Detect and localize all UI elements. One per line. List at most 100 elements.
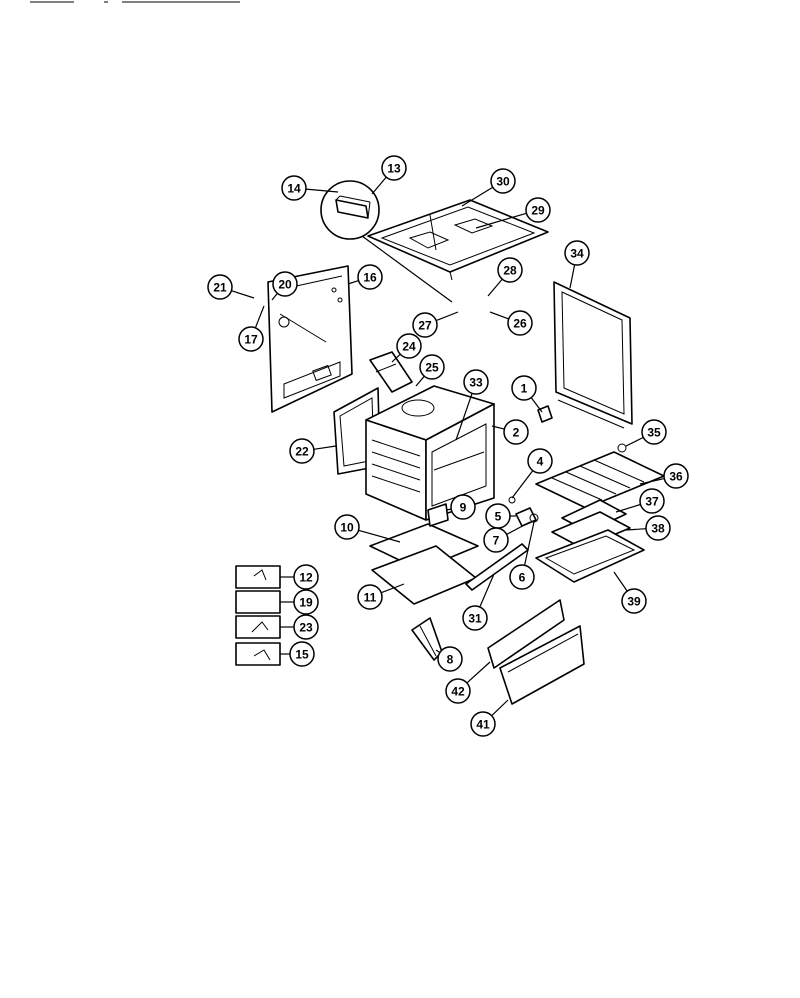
leader-line-16	[347, 280, 359, 285]
part-broiler-grid	[551, 499, 631, 549]
callout-number: 6	[519, 571, 526, 585]
part-handle-detail	[320, 180, 380, 240]
callout-14: 14	[281, 175, 307, 201]
part-vent-duct	[369, 351, 413, 393]
part-drawer-pan	[535, 529, 645, 583]
part-cooktop	[367, 199, 549, 281]
callout-circle	[511, 375, 537, 401]
callout-number: 13	[387, 162, 401, 176]
part-knob	[537, 405, 553, 423]
part-igniter	[411, 617, 443, 661]
callout-number: 12	[299, 571, 313, 585]
callout-circle	[357, 264, 383, 290]
leader-line-17	[254, 305, 265, 329]
leader-line-25	[415, 375, 425, 387]
part-callouts: 1245678910111213141516171920212223242526…	[207, 155, 689, 737]
callout-circle	[334, 514, 360, 540]
callout-number: 8	[447, 653, 454, 667]
callout-circle	[663, 463, 689, 489]
callout-20: 20	[272, 271, 298, 297]
callout-number: 39	[627, 595, 641, 609]
callout-number: 24	[402, 340, 416, 354]
leader-line-2	[491, 425, 505, 430]
callout-33: 33	[463, 369, 489, 395]
callout-number: 30	[496, 175, 510, 189]
callout-number: 35	[647, 426, 661, 440]
leader-line-9	[445, 508, 452, 511]
callout-number: 1	[521, 382, 528, 396]
callout-number: 33	[469, 376, 483, 390]
callout-6: 6	[509, 564, 535, 590]
leader-lines	[231, 176, 665, 717]
part-kick-panel	[499, 625, 585, 705]
callout-number: 22	[295, 445, 309, 459]
callout-number: 5	[495, 510, 502, 524]
callout-number: 20	[278, 278, 292, 292]
callout-circle	[621, 588, 647, 614]
callout-circle	[490, 168, 516, 194]
callout-28: 28	[497, 257, 523, 283]
callout-circle	[396, 333, 422, 359]
callout-circle	[503, 419, 529, 445]
callout-circle	[289, 438, 315, 464]
callout-circle	[507, 310, 533, 336]
callout-27: 27	[412, 312, 438, 338]
callout-17: 17	[238, 326, 264, 352]
callout-circle	[639, 488, 665, 514]
callout-circle	[293, 564, 319, 590]
callout-circle	[357, 584, 383, 610]
part-drawer-front	[487, 599, 565, 669]
callout-number: 41	[476, 718, 490, 732]
callout-7: 7	[483, 527, 509, 553]
callout-number: 27	[418, 319, 432, 333]
callout-circle	[645, 515, 671, 541]
leader-line-22	[313, 445, 337, 450]
leader-line-41	[491, 699, 509, 717]
callout-number: 25	[425, 361, 439, 375]
callout-5: 5	[485, 503, 511, 529]
callout-42: 42	[445, 678, 471, 704]
callout-number: 36	[669, 470, 683, 484]
callout-circle	[272, 271, 298, 297]
callout-16: 16	[357, 264, 383, 290]
callout-circle	[445, 678, 471, 704]
callout-9: 9	[450, 494, 476, 520]
callout-circle	[527, 448, 553, 474]
callout-25: 25	[419, 354, 445, 380]
callout-31: 31	[462, 605, 488, 631]
callout-circle	[509, 564, 535, 590]
callout-number: 16	[363, 271, 377, 285]
leader-line-33	[455, 393, 473, 441]
callout-number: 17	[244, 333, 258, 347]
callout-11: 11	[357, 584, 383, 610]
part-back-panel	[267, 265, 353, 413]
callout-number: 15	[295, 648, 309, 662]
leader-line-39	[613, 571, 628, 592]
callout-number: 31	[468, 612, 482, 626]
callout-number: 28	[503, 264, 517, 278]
leader-line-35	[625, 436, 644, 447]
callout-circle	[381, 155, 407, 181]
leader-line-1	[530, 397, 543, 413]
callout-number: 23	[299, 621, 313, 635]
callout-29: 29	[525, 197, 551, 223]
callout-circle	[238, 326, 264, 352]
callout-22: 22	[289, 438, 315, 464]
callout-30: 30	[490, 168, 516, 194]
callout-number: 7	[493, 534, 500, 548]
callout-number: 14	[287, 182, 301, 196]
callout-15: 15	[289, 641, 315, 667]
callout-circle	[293, 589, 319, 615]
part-door-panel	[553, 281, 633, 429]
leader-line-11	[380, 583, 405, 594]
callout-8: 8	[437, 646, 463, 672]
callout-circle	[483, 527, 509, 553]
leader-line-34	[569, 264, 576, 289]
part-oven-body	[365, 385, 495, 521]
callout-24: 24	[396, 333, 422, 359]
leader-line-26	[489, 311, 509, 320]
leader-line-28	[487, 278, 503, 297]
callout-circle	[470, 711, 496, 737]
leader-line-29	[475, 212, 527, 229]
